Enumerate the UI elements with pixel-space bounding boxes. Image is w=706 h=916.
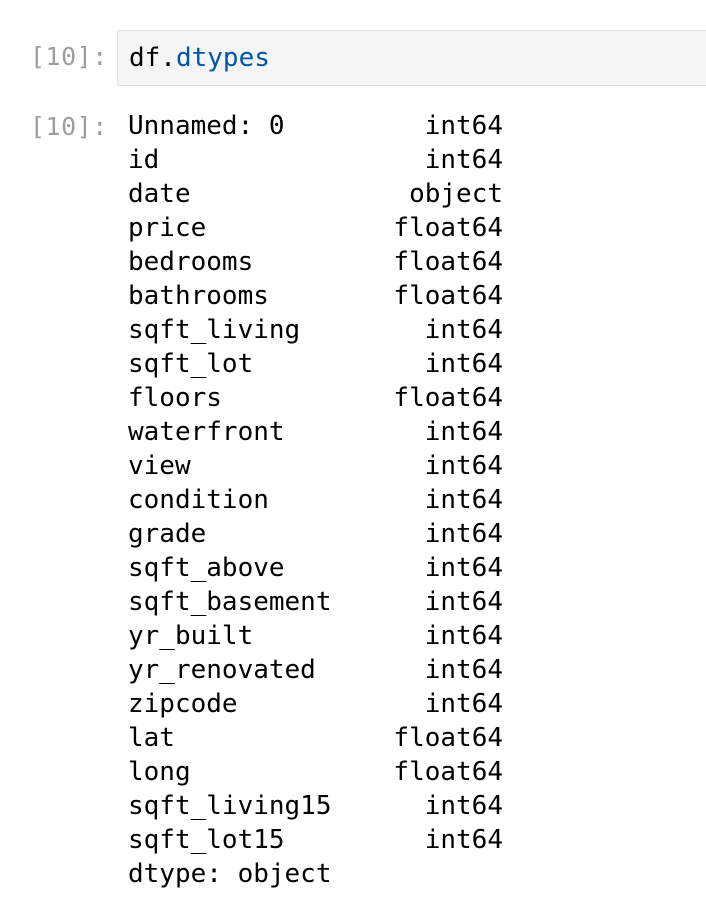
column-name: lat (128, 723, 175, 753)
column-dtype: float64 (393, 247, 503, 277)
column-name: sqft_basement (128, 587, 332, 617)
dtype-row: sqft_above int64 (128, 554, 688, 588)
code-editor[interactable]: df.dtypes (117, 30, 706, 86)
column-name: id (128, 145, 160, 175)
code-line[interactable]: df.dtypes (129, 43, 270, 73)
column-name: price (128, 213, 207, 243)
output-prompt: [10]: (30, 112, 108, 141)
column-dtype: int64 (424, 689, 503, 719)
column-name: zipcode (128, 689, 238, 719)
column-dtype: int64 (424, 655, 503, 685)
input-cell[interactable]: [10]: df.dtypes (0, 30, 706, 88)
column-dtype: float64 (393, 723, 503, 753)
output-area: Unnamed: 0 int64 id int64 date object price flo… (128, 112, 688, 894)
dtype-row: sqft_living15 int64 (128, 792, 688, 826)
column-dtype: int64 (424, 349, 503, 379)
code-object: df. (129, 43, 176, 73)
column-dtype: float64 (393, 757, 503, 787)
column-dtype: int64 (424, 451, 503, 481)
dtype-list: Unnamed: 0 int64 id int64 date object price flo… (128, 112, 688, 860)
column-name: condition (128, 485, 269, 515)
dtype-row: zipcode int64 (128, 690, 688, 724)
column-name: sqft_lot (128, 349, 254, 379)
column-name: long (128, 757, 191, 787)
dtype-row: bathrooms float64 (128, 282, 688, 316)
dtype-row: sqft_basement int64 (128, 588, 688, 622)
column-name: waterfront (128, 417, 285, 447)
dtype-footer: dtype: object (128, 859, 332, 889)
dtype-row: yr_built int64 (128, 622, 688, 656)
column-name: date (128, 179, 191, 209)
column-dtype: int64 (424, 519, 503, 549)
dtype-row: Unnamed: 0 int64 (128, 112, 688, 146)
column-dtype: int64 (424, 825, 503, 855)
dtype-row: waterfront int64 (128, 418, 688, 452)
column-name: bedrooms (128, 247, 254, 277)
column-name: Unnamed: 0 (128, 111, 285, 141)
column-dtype: int64 (424, 315, 503, 345)
dtype-row: long float64 (128, 758, 688, 792)
output-cell: [10]: Unnamed: 0 int64 id int64 date object pr… (0, 112, 706, 902)
column-dtype: int64 (424, 587, 503, 617)
dtype-row: view int64 (128, 452, 688, 486)
column-dtype: int64 (424, 485, 503, 515)
column-name: bathrooms (128, 281, 269, 311)
dtype-row: lat float64 (128, 724, 688, 758)
dtype-row: yr_renovated int64 (128, 656, 688, 690)
column-dtype: float64 (393, 213, 503, 243)
column-name: sqft_above (128, 553, 285, 583)
column-dtype: float64 (393, 281, 503, 311)
column-name: grade (128, 519, 207, 549)
dtype-row: price float64 (128, 214, 688, 248)
dtype-row: bedrooms float64 (128, 248, 688, 282)
dtype-row: id int64 (128, 146, 688, 180)
column-dtype: int64 (424, 791, 503, 821)
dtype-row: condition int64 (128, 486, 688, 520)
dtype-row: sqft_living int64 (128, 316, 688, 350)
column-dtype: int64 (424, 145, 503, 175)
column-name: sqft_living15 (128, 791, 332, 821)
column-dtype: int64 (424, 417, 503, 447)
column-dtype: float64 (393, 383, 503, 413)
column-name: view (128, 451, 191, 481)
column-dtype: int64 (424, 553, 503, 583)
dtype-row: date object (128, 180, 688, 214)
column-name: yr_built (128, 621, 254, 651)
column-name: sqft_lot15 (128, 825, 285, 855)
column-name: sqft_living (128, 315, 301, 345)
dtype-row: sqft_lot15 int64 (128, 826, 688, 860)
column-name: floors (128, 383, 222, 413)
dtype-row: grade int64 (128, 520, 688, 554)
input-prompt: [10]: (30, 42, 108, 71)
column-dtype: object (409, 179, 503, 209)
dtype-row: floors float64 (128, 384, 688, 418)
column-name: yr_renovated (128, 655, 316, 685)
dtype-row: sqft_lot int64 (128, 350, 688, 384)
code-attribute: dtypes (175, 43, 270, 73)
column-dtype: int64 (424, 111, 503, 141)
column-dtype: int64 (424, 621, 503, 651)
